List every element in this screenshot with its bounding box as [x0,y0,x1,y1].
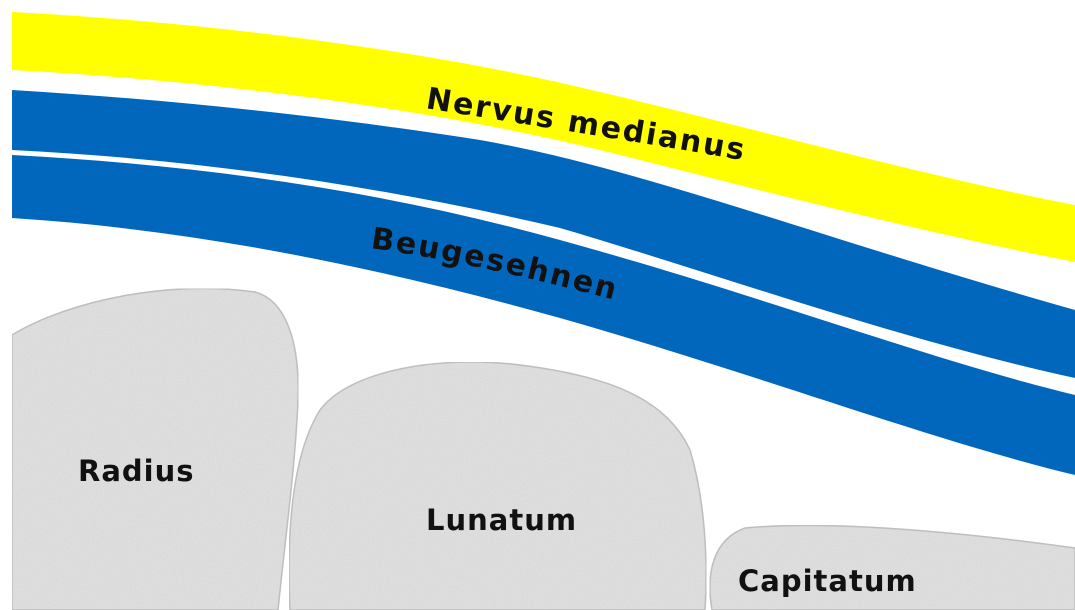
capitatum-label: Capitatum [738,564,917,598]
flexor-tendon-band-lower [12,155,1075,475]
lunatum-bone [288,361,707,610]
flexor-tendon-band-upper [12,90,1075,378]
radius-bone [11,287,299,610]
median-nerve [12,12,1075,262]
capitatum-bone [709,524,1075,610]
radius-label: Radius [78,454,195,488]
lunatum-label: Lunatum [426,503,577,537]
